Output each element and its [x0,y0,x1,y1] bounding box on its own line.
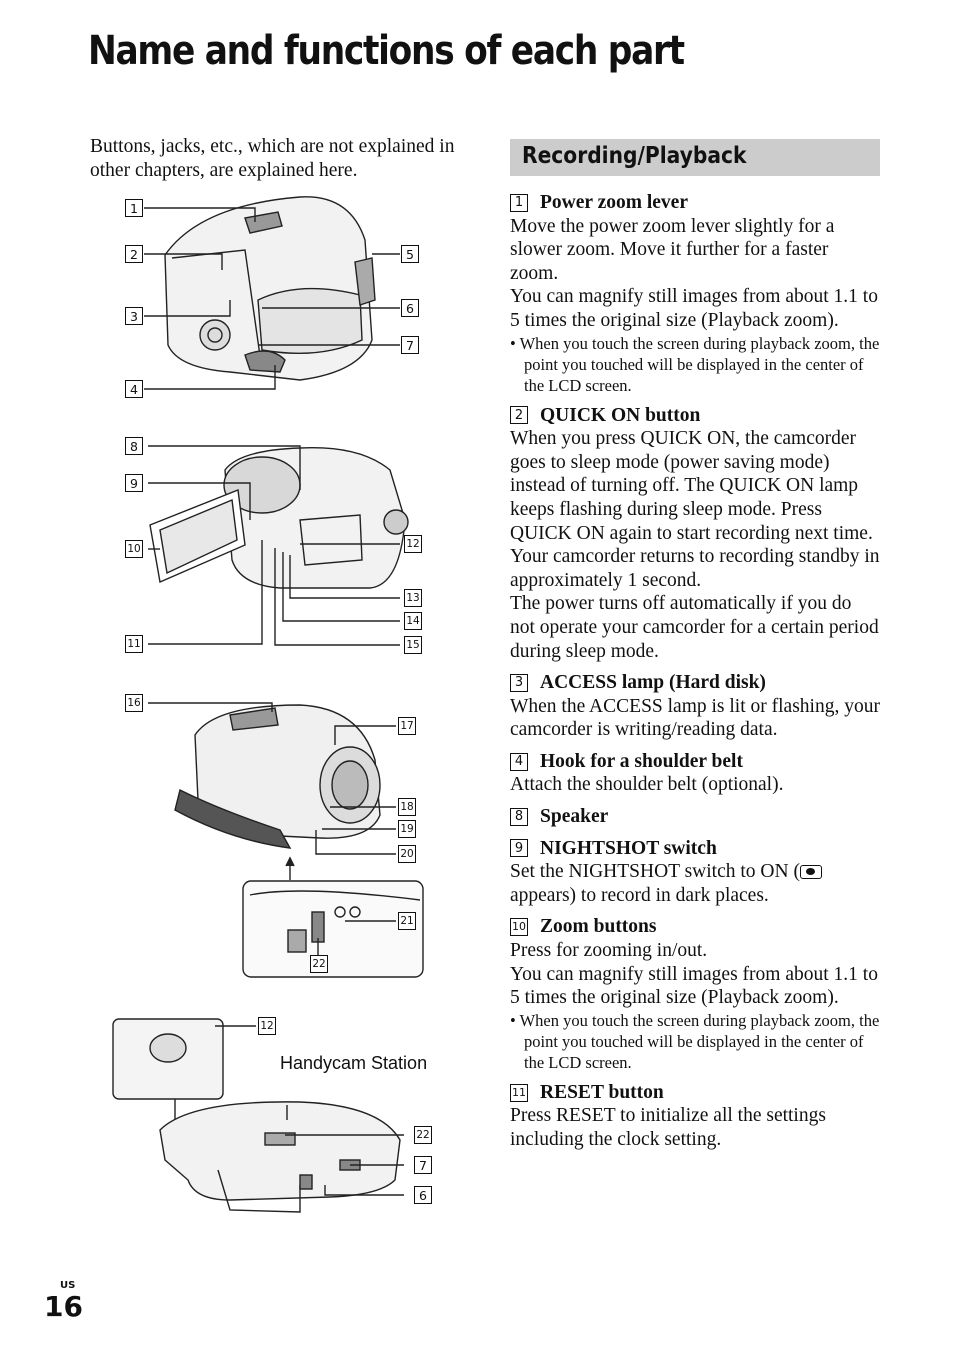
figure-label: 6 [414,1186,432,1204]
figure-label: 21 [398,912,416,930]
footer-region-code: US [60,1280,76,1291]
figure-label: 10 [125,540,143,558]
entry-reset-button: 11 RESET button Press RESET to initialize… [510,1081,880,1152]
entry-nightshot-switch: 9 NIGHTSHOT switch Set the NIGHTSHOT swit… [510,837,880,908]
figure-label: 20 [398,845,416,863]
parts-list: 1 Power zoom lever Move the power zoom le… [510,191,880,1160]
item-number: 3 [510,673,528,692]
item-number: 2 [510,406,528,425]
intro-text: Buttons, jacks, etc., which are not expl… [90,136,455,181]
figure-label: 22 [310,955,328,973]
figure-label: 17 [398,717,416,735]
section-title: Recording/Playback [522,143,747,169]
figure-label: 3 [125,307,143,325]
page-title: Name and functions of each part [88,28,685,74]
figure-label: 8 [125,437,143,455]
figure-label: 7 [414,1156,432,1174]
handycam-station-label: Handycam Station [280,1053,428,1073]
entry-text: You can magnify still images from about … [510,963,878,1009]
entry-title: Zoom buttons [540,916,657,938]
figure-label: 4 [125,380,143,398]
entry-title: NIGHTSHOT switch [540,837,717,859]
handycam-station-illustration [112,1018,401,1213]
figure-label: 19 [398,820,416,838]
figure-label: 12 [404,535,422,553]
page-number: 16 [44,1290,83,1323]
entry-text: Set the NIGHTSHOT switch to ON ( appears… [510,860,880,907]
nightshot-icon [799,865,822,880]
entry-zoom-buttons: 10 Zoom buttons Press for zooming in/out.… [510,915,880,1072]
figure-label: 9 [125,474,143,492]
item-number: 9 [510,839,528,858]
entry-text: Press for zooming in/out. [510,940,708,962]
entry-title: Speaker [540,806,609,828]
item-number: 1 [510,193,528,212]
camcorder-bottom-detail [242,880,424,978]
entry-power-zoom-lever: 1 Power zoom lever Move the power zoom le… [510,191,880,396]
camcorder-side-illustration [149,446,409,589]
figure-label: 14 [404,612,422,630]
entry-text: Attach the shoulder belt (optional). [510,774,784,796]
entry-text: When the ACCESS lamp is lit or flashing,… [510,695,880,741]
camcorder-front-illustration [174,704,381,849]
figure-label: 11 [125,635,143,653]
figure-label: 13 [404,589,422,607]
item-number: 8 [510,807,528,826]
entry-text: Move the power zoom lever slightly for a… [510,215,835,284]
figure-label: 15 [404,636,422,654]
figure-label: 18 [398,798,416,816]
entry-title: QUICK ON button [540,404,701,426]
entry-quick-on-button: 2 QUICK ON button When you press QUICK ON… [510,404,880,664]
item-number: 10 [510,918,528,937]
entry-title: RESET button [540,1081,664,1103]
entry-text: When you press QUICK ON, the camcorder g… [510,428,880,591]
entry-speaker: 8 Speaker [510,805,880,829]
figure-label: 6 [401,299,419,317]
figure-label: 5 [401,245,419,263]
figure-label: 12 [258,1017,276,1035]
entry-title: Hook for a shoulder belt [540,750,743,772]
camcorder-top-illustration [164,196,376,381]
entry-title: ACCESS lamp (Hard disk) [540,672,766,694]
item-number: 11 [510,1083,528,1102]
entry-note: • When you touch the screen during playb… [510,1010,880,1072]
figure-label: 2 [125,245,143,263]
entry-text: Press RESET to initialize all the settin… [510,1105,826,1150]
entry-access-lamp: 3 ACCESS lamp (Hard disk) When the ACCESS… [510,671,880,742]
figure-label: 16 [125,694,143,712]
figure-label: 1 [125,199,143,217]
section-header: Recording/Playback [510,139,880,176]
item-number: 4 [510,752,528,771]
entry-text: The power turns off automatically if you… [510,593,879,662]
figure-label: 22 [414,1126,432,1144]
entry-note: • When you touch the screen during playb… [510,333,880,395]
entry-title: Power zoom lever [540,192,688,213]
figure-label: 7 [401,336,419,354]
entry-shoulder-belt-hook: 4 Hook for a shoulder belt Attach the sho… [510,750,880,797]
entry-text: You can magnify still images from about … [510,286,878,331]
